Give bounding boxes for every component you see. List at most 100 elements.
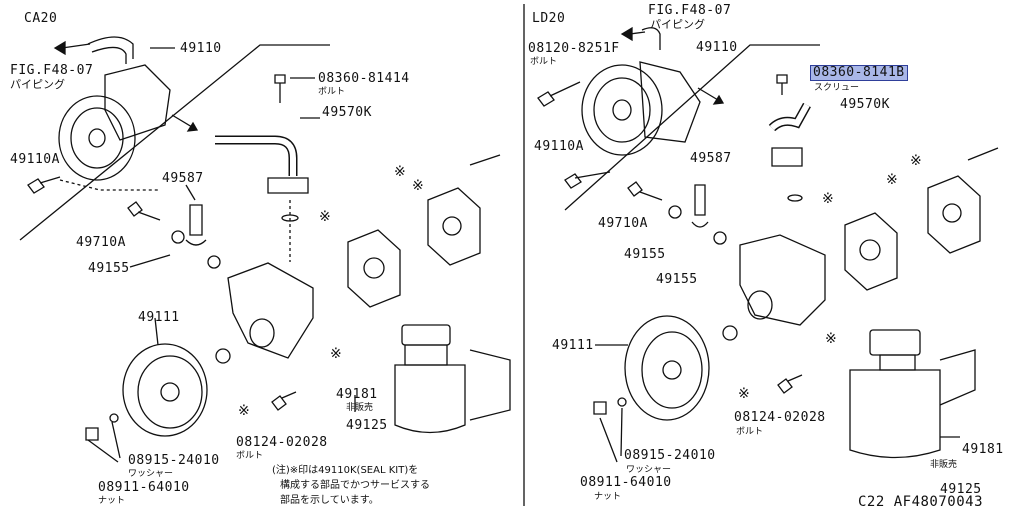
part-08124-02028-sub-right: ボルト <box>736 427 764 437</box>
seal-kit-markers: ※ ※ ※ ※ ※ ※ ※ ※ ※ ※ <box>238 153 922 419</box>
engine-label-left: CA20 <box>24 11 58 26</box>
not-sold-left: 非販売 <box>346 403 374 413</box>
pump-body-right-icon <box>639 61 701 143</box>
seal-kit-marker: ※ <box>822 191 834 207</box>
part-49111-left[interactable]: 49111 <box>138 310 180 325</box>
part-08360-8141b-highlighted[interactable]: 08360-8141B <box>810 65 908 81</box>
part-49181-left[interactable]: 49181 <box>336 387 378 402</box>
left-panel-art <box>19 36 511 463</box>
part-08360-81414[interactable]: 08360-81414 <box>318 71 410 86</box>
pump-pulley-right-icon <box>581 64 663 156</box>
fig-ref-left[interactable]: FIG.F48-07 <box>10 63 94 78</box>
part-49587-right[interactable]: 49587 <box>690 151 732 166</box>
plate-bolt-icon <box>469 154 501 166</box>
seal-kit-marker: ※ <box>886 172 898 188</box>
reservoir-tank-icon <box>394 364 466 434</box>
seal-kit-marker: ※ <box>412 178 424 194</box>
part-49111-right[interactable]: 49111 <box>552 338 594 353</box>
part-49570k-left[interactable]: 49570K <box>322 105 372 120</box>
bolt-08124-icon <box>271 391 297 411</box>
pump-body-icon <box>104 64 171 141</box>
pump-pulley-small-icon <box>58 95 136 181</box>
part-49710a-right[interactable]: 49710A <box>598 216 648 231</box>
not-sold-right: 非販売 <box>930 460 958 470</box>
part-08915-24010-left[interactable]: 08915-24010 <box>128 453 220 468</box>
part-49181-right[interactable]: 49181 <box>962 442 1004 457</box>
part-49155-right-a[interactable]: 49155 <box>624 247 666 262</box>
union-bolt-49587-icon <box>185 204 207 246</box>
pump-pipe-right-icon <box>641 27 661 50</box>
fig-ref-sub-right: パイピング <box>650 18 705 31</box>
end-plate-right-icon <box>927 175 981 254</box>
fig-ref-right[interactable]: FIG.F48-07 <box>648 3 732 18</box>
diagram-code: C22 AF48070043 <box>858 494 984 510</box>
part-08124-02028-right[interactable]: 08124-02028 <box>734 410 826 425</box>
hose-49570k-icon <box>215 135 298 176</box>
reservoir-bracket-icon <box>469 349 511 421</box>
seal-kit-note-line2: 構成する部品でかつサービスする <box>280 480 430 491</box>
part-49570k-right[interactable]: 49570K <box>840 97 890 112</box>
bolt-49110a-icon <box>27 176 61 194</box>
nut-icon <box>85 427 99 441</box>
end-plate-icon <box>427 187 481 266</box>
right-panel-art <box>537 26 999 463</box>
fig-ref-sub-left: パイピング <box>10 78 65 91</box>
bolt-49710a-right-icon <box>627 181 663 201</box>
reservoir-tank-right-icon <box>849 369 941 459</box>
part-49125-right[interactable]: 49125 <box>940 482 982 497</box>
part-49155-left[interactable]: 49155 <box>88 261 130 276</box>
part-08124-02028-sub-left: ボルト <box>236 451 264 461</box>
pulley-49111-right-icon <box>624 315 710 421</box>
part-49110a-right[interactable]: 49110A <box>534 139 584 154</box>
pulley-49111-icon <box>122 343 208 437</box>
part-08911-64010-right[interactable]: 08911-64010 <box>580 475 672 490</box>
pump-cover-right-icon <box>844 212 898 291</box>
o-ring-right-icon <box>787 194 803 202</box>
screw-08360-icon <box>776 74 788 95</box>
bolt-49710a-icon <box>127 201 161 221</box>
part-08120-8251f[interactable]: 08120-8251F <box>528 41 620 56</box>
part-08911-64010-left[interactable]: 08911-64010 <box>98 480 190 495</box>
seal-kit-marker: ※ <box>825 331 837 347</box>
part-49125-left[interactable]: 49125 <box>346 418 388 433</box>
seal-kit-marker: ※ <box>330 346 342 362</box>
union-bolt-right-icon <box>691 184 709 228</box>
bolt-08124-right-icon <box>777 374 803 394</box>
part-08124-02028-left[interactable]: 08124-02028 <box>236 435 328 450</box>
left-section-line <box>19 44 330 241</box>
seal-kit-marker: ※ <box>738 386 750 402</box>
bolt-08120-icon <box>537 81 581 107</box>
reservoir-cap-right-icon <box>869 329 921 356</box>
hose-flange-icon <box>267 177 309 194</box>
pump-housing-right-icon <box>739 234 826 326</box>
seal-kit-marker: ※ <box>319 209 331 225</box>
part-08915-24010-sub-right: ワッシャー <box>626 465 672 475</box>
spacer-ring-icon <box>215 348 231 364</box>
part-49587-left[interactable]: 49587 <box>162 171 204 186</box>
seal-kit-marker: ※ <box>394 164 406 180</box>
bolt-08360-icon <box>274 74 286 103</box>
seal-kit-note-line1: (注)※印は49110K(SEAL KIT)を <box>272 465 419 476</box>
part-49110-left[interactable]: 49110 <box>180 41 222 56</box>
part-08911-64010-sub-left: ナット <box>98 496 126 506</box>
reservoir-cap-icon <box>401 324 451 346</box>
seal-kit-marker: ※ <box>238 403 250 419</box>
part-08915-24010-sub-left: ワッシャー <box>128 469 174 479</box>
part-49110a-left[interactable]: 49110A <box>10 152 60 167</box>
seal-kit-note-line3: 部品を示しています。 <box>280 495 379 506</box>
part-08915-24010-right[interactable]: 08915-24010 <box>624 448 716 463</box>
bolt-49110a-right-icon <box>564 171 611 189</box>
part-08360-8141b-sub: スクリュー <box>814 83 860 93</box>
part-49110-right[interactable]: 49110 <box>696 40 738 55</box>
part-08911-64010-sub-right: ナット <box>594 492 622 502</box>
pump-housing-icon <box>227 262 314 359</box>
pump-cover-icon <box>347 229 401 308</box>
part-08360-81414-sub: ボルト <box>318 87 346 97</box>
part-49710a-left[interactable]: 49710A <box>76 235 126 250</box>
part-08120-8251f-sub: ボルト <box>530 57 558 67</box>
engine-label-right: LD20 <box>532 11 566 26</box>
part-49155-right-b[interactable]: 49155 <box>656 272 698 287</box>
washer-icon <box>109 413 119 423</box>
